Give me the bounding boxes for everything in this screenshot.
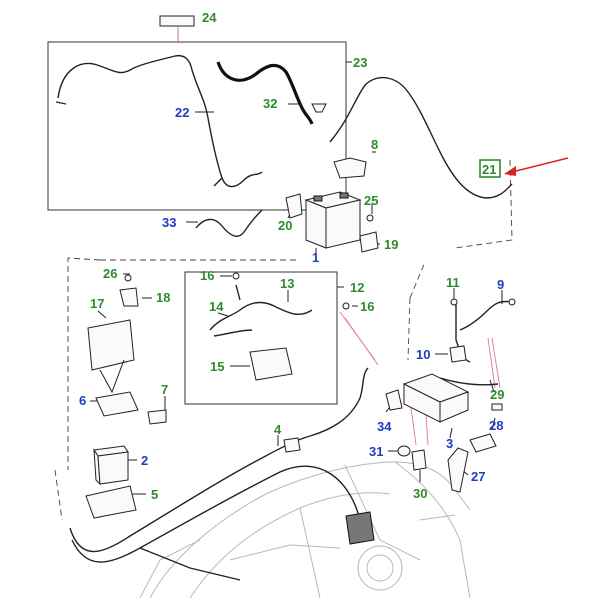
part-6-module bbox=[95, 391, 139, 417]
callout-23: 23 bbox=[353, 55, 367, 70]
callout-26: 26 bbox=[103, 266, 117, 281]
part-18-clip bbox=[119, 287, 139, 307]
part-25-bolt bbox=[366, 214, 374, 222]
highlight-arrow bbox=[504, 157, 569, 176]
group-box-harness bbox=[184, 271, 338, 405]
callout-25: 25 bbox=[364, 193, 378, 208]
callout-labels: 24 23 22 32 8 21 33 20 25 19 1 26 16 13 … bbox=[79, 10, 504, 502]
callout-11: 11 bbox=[446, 275, 460, 290]
callout-28: 28 bbox=[489, 418, 503, 433]
part-2-aux-battery bbox=[93, 445, 129, 486]
callout-33: 33 bbox=[162, 215, 176, 230]
part-20-clamp bbox=[285, 193, 303, 219]
engine-bay-module bbox=[345, 511, 375, 545]
part-26-bolt bbox=[124, 274, 132, 282]
part-7-bracket bbox=[147, 409, 167, 425]
callout-30: 30 bbox=[413, 486, 427, 501]
callout-14: 14 bbox=[209, 299, 224, 314]
callout-21: 21 bbox=[482, 162, 496, 177]
callout-32: 32 bbox=[263, 96, 277, 111]
part-29-cover bbox=[491, 403, 503, 411]
callout-1: 1 bbox=[312, 250, 319, 265]
part-5-tray bbox=[85, 485, 137, 519]
callout-24: 24 bbox=[202, 10, 217, 25]
callout-15: 15 bbox=[210, 359, 224, 374]
part-28-bracket bbox=[469, 433, 497, 453]
part-4-grommet bbox=[283, 437, 301, 453]
part-3-battery-box bbox=[402, 373, 470, 423]
part-10-connector bbox=[449, 345, 467, 363]
callout-16-top: 16 bbox=[200, 268, 214, 283]
part-9-terminal bbox=[508, 298, 516, 306]
part-19-bracket bbox=[359, 231, 379, 253]
callout-20: 20 bbox=[278, 218, 292, 233]
cable-routing bbox=[55, 54, 513, 581]
callout-5: 5 bbox=[151, 487, 158, 502]
part-34-clip bbox=[385, 389, 403, 411]
part-8-terminal bbox=[333, 157, 367, 179]
callout-8: 8 bbox=[371, 137, 378, 152]
callout-18: 18 bbox=[156, 290, 170, 305]
callout-19: 19 bbox=[384, 237, 398, 252]
callout-16-right: 16 bbox=[360, 299, 374, 314]
part-17-bracket bbox=[87, 319, 135, 371]
group-box-cable-assembly bbox=[47, 41, 347, 211]
callout-13: 13 bbox=[280, 276, 294, 291]
callout-2: 2 bbox=[141, 453, 148, 468]
part-16-fastener-a bbox=[232, 272, 240, 280]
part-1-battery bbox=[304, 191, 362, 249]
callout-34: 34 bbox=[377, 419, 392, 434]
callout-4: 4 bbox=[274, 422, 282, 437]
callout-12: 12 bbox=[350, 280, 364, 295]
callout-highlight-box bbox=[479, 159, 501, 178]
callout-6: 6 bbox=[79, 393, 86, 408]
callout-27: 27 bbox=[471, 469, 485, 484]
vehicle-outline bbox=[139, 461, 471, 598]
part-27-strap bbox=[447, 447, 469, 493]
callout-17: 17 bbox=[90, 296, 104, 311]
callout-29: 29 bbox=[490, 387, 504, 402]
part-16-fastener-b bbox=[342, 302, 350, 310]
callout-22: 22 bbox=[175, 105, 189, 120]
dashed-guides bbox=[54, 159, 513, 521]
callout-10: 10 bbox=[416, 347, 430, 362]
part-15-module bbox=[249, 347, 293, 381]
callout-3: 3 bbox=[446, 436, 453, 451]
part-32-grommet bbox=[311, 103, 327, 113]
part-31-grommet bbox=[397, 445, 411, 457]
callout-7: 7 bbox=[161, 382, 168, 397]
callout-31: 31 bbox=[369, 444, 383, 459]
callout-9: 9 bbox=[497, 277, 504, 292]
part-24-bracket bbox=[159, 15, 195, 27]
part-30-fuse bbox=[411, 449, 427, 471]
parts bbox=[85, 15, 516, 545]
part-11-nut bbox=[450, 298, 458, 306]
